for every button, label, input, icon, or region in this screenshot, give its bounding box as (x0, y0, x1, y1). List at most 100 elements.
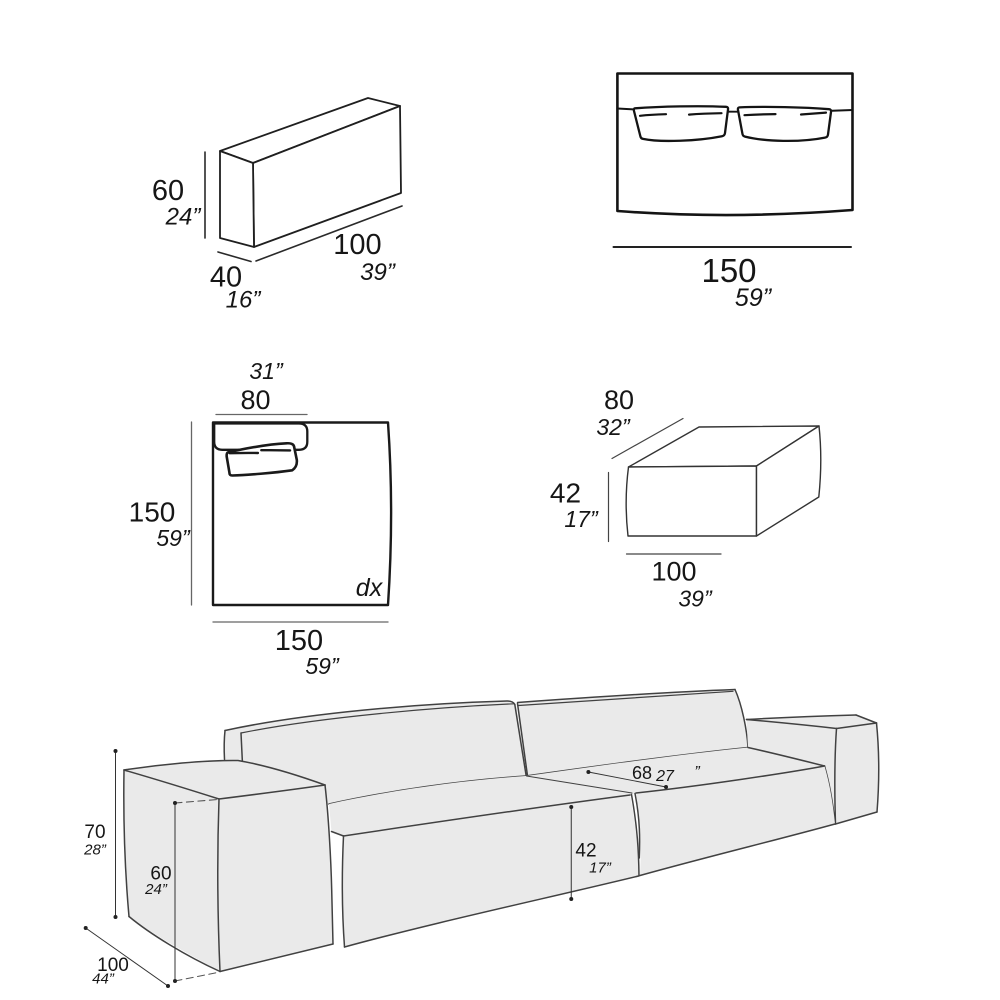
chaise-variant-label: dx (356, 574, 384, 602)
sofa-backrest-right-top-edge (516, 688, 736, 704)
sofa-left-arm-top-front-edge (123, 769, 220, 800)
dim-line-length (255, 205, 403, 262)
dot (113, 749, 118, 753)
sofa-backrest-left-top-edge (224, 700, 516, 732)
module-cushion-left (632, 105, 730, 143)
sofa-left-arm-top-fill (124, 760, 325, 799)
dot (83, 926, 88, 930)
chaise-width-in: 59” (305, 653, 340, 679)
ottoman-width-cm: 100 (651, 557, 696, 587)
dim-line-depth (217, 251, 252, 263)
sofa-backrest-right-end-edge (734, 688, 749, 749)
sofa-left-arm-front-edge (217, 798, 221, 973)
sofa-depth-cm: 100 (97, 955, 129, 976)
sofa-left-arm-top-right-edge (218, 784, 326, 800)
sofa-seat-front-left-fill (342, 795, 639, 947)
sofa-depth-in: 44” (92, 971, 115, 988)
back-block-height-cm: 60 (152, 175, 184, 207)
sofa-left-arm-left-edge (123, 769, 130, 918)
figure-sofa-perspective (83, 688, 880, 988)
sofa-left-arm-bottom-left-edge (128, 915, 221, 973)
module-width-cm: 150 (701, 252, 756, 289)
ottoman-height-cm: 42 (550, 478, 581, 509)
sofa-right-arm-front-left-edge (834, 727, 838, 825)
sofa-right-arm-fill (746, 715, 879, 824)
back-block-depth-cm: 40 (210, 262, 242, 294)
module-outline (616, 72, 854, 217)
sofa-arm-height-in: 24” (144, 881, 168, 898)
back-block-depth-in: 16” (226, 287, 262, 314)
block-left-face (219, 150, 255, 248)
sofa-seat-split-top (525, 775, 633, 794)
dot (113, 915, 118, 919)
sofa-seat-height-in: 17” (589, 860, 612, 877)
dot (569, 897, 574, 901)
sofa-backrest-seam-left (514, 703, 527, 777)
chaise-outline (211, 421, 393, 607)
sofa-seat-left-edge (341, 835, 346, 948)
sofa-right-arm-top-front-edge (745, 718, 838, 730)
figure-module-top-view (612, 72, 854, 248)
module-cushion-right-crease-1 (743, 113, 777, 117)
sofa-seat-top-fill (329, 747, 825, 836)
dot (173, 979, 177, 983)
sofa-left-arm-right-edge (324, 784, 334, 945)
figure-back-block-3d (204, 97, 403, 263)
sofa-seat-height-cm: 42 (575, 841, 596, 862)
sofa-seat-split-front-left (630, 793, 640, 877)
sofa-dimension-dots (83, 749, 668, 988)
sofa-backrest-left-top-inner (240, 703, 515, 734)
dot (569, 805, 574, 809)
sofa-backrest-right-fill (517, 689, 748, 776)
dot (166, 984, 170, 988)
sofa-backrest-seam-right (516, 702, 529, 777)
ottoman-depth-cm: 80 (604, 385, 634, 415)
figure-module-top-labels: 150 59” (701, 252, 772, 312)
sofa-left-arm-front-fill (123, 770, 220, 972)
ottoman-height-in: 17” (564, 506, 599, 532)
chaise-side-in: 59” (156, 525, 191, 551)
figure-chaise-top-view (190, 413, 393, 623)
chaise-side-cm: 150 (129, 497, 176, 528)
figure-ottoman-labels: 80 32” 42 17” 100 39” (550, 385, 713, 612)
dot (586, 770, 591, 774)
sofa-left-arm-top-back-edge (123, 759, 326, 786)
chaise-cushion (225, 441, 299, 477)
module-width-in: 59” (735, 284, 773, 312)
figure-ottoman-3d (607, 417, 822, 555)
sofa-seat-front-top-edge-right (635, 765, 826, 794)
sofa-backrest-right-top-inner (517, 690, 734, 707)
sofa-seat-front-top-edge-left (342, 794, 631, 837)
sofa-seat-left-ledge (330, 830, 345, 837)
ottoman-depth-in: 32” (596, 414, 631, 440)
sofa-height-in: 28” (83, 842, 107, 859)
back-block-height-in: 24” (165, 204, 202, 231)
sofa-arm-height-cm: 60 (150, 864, 171, 885)
sofa-seat-bottom-edge-right (639, 823, 836, 877)
sofa-backrest-left-end-edge (223, 729, 226, 761)
sofa-right-arm-bottom-edge (834, 811, 878, 825)
back-block-length-cm: 100 (333, 229, 381, 261)
sofa-left-arm-bottom-right-edge (219, 943, 334, 973)
chaise-back-in: 31” (249, 358, 284, 384)
sofa-seat-depth-cm: 68 (632, 763, 652, 783)
figure-chaise-top-labels: 31” 80 150 59” 150 59” dx (129, 358, 384, 679)
sofa-right-arm-top-face-front-edge (835, 722, 878, 730)
sofa-right-arm-right-edge (875, 722, 880, 813)
chaise-width-cm: 150 (275, 625, 323, 657)
ottoman-width-in: 39” (678, 586, 713, 612)
sofa-right-arm-top-back-edge (745, 714, 857, 721)
dim-line-sofa-seat-depth (587, 771, 667, 788)
sofa-seat-depth-mark: ” (694, 764, 700, 781)
sofa-right-arm-top-right-edge (855, 714, 878, 724)
chaise-backrest (213, 422, 309, 451)
figure-sofa-labels: 70 28” 60 24” 100 44” 68 27 ” 42 17” (83, 763, 700, 988)
sofa-seat-bottom-edge-left (343, 875, 640, 948)
dash-arm-height-top (174, 798, 219, 804)
sofa-height-cm: 70 (84, 822, 105, 843)
sofa-seat-front-right-fill (636, 766, 835, 876)
dot (664, 785, 668, 789)
dash-arm-height-bottom (174, 971, 221, 982)
